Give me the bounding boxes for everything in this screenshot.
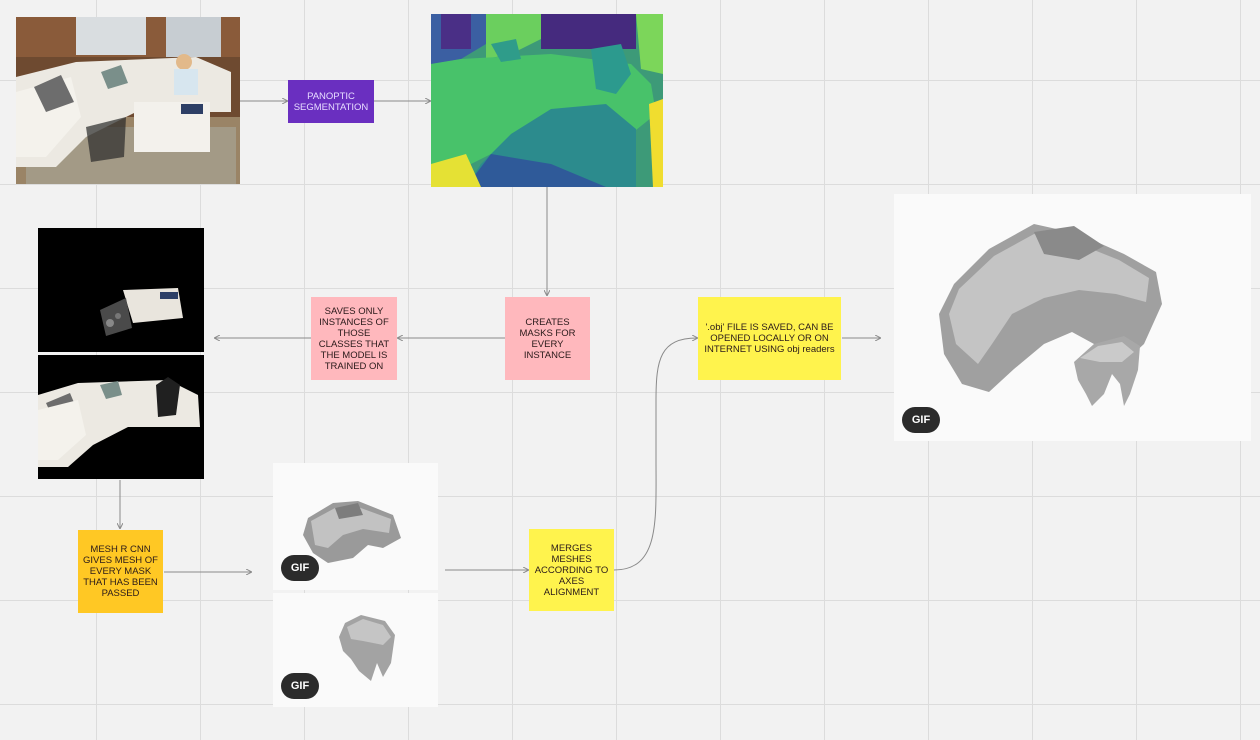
segmentation-map — [431, 14, 663, 187]
input-photo — [16, 17, 240, 184]
creates-masks-node[interactable]: CREATES MASKS FOR EVERY INSTANCE — [505, 297, 590, 380]
gif-badge-3: GIF — [902, 407, 940, 433]
obj-saved-label: '.obj' FILE IS SAVED, CAN BE OPENED LOCA… — [704, 322, 835, 355]
merged-mesh-icon — [939, 224, 1162, 406]
mesh-rcnn-node[interactable]: MESH R CNN GIVES MESH OF EVERY MASK THAT… — [78, 530, 163, 613]
mesh-sofa-icon — [303, 501, 401, 563]
saves-only-label: SAVES ONLY INSTANCES OF THOSE CLASSES TH… — [318, 305, 390, 372]
merges-meshes-node[interactable]: MERGES MESHES ACCORDING TO AXES ALIGNMEN… — [529, 529, 614, 611]
mesh-ottoman-icon — [339, 615, 395, 681]
panoptic-segmentation-label: PANOPTIC SEGMENTATION — [293, 90, 369, 113]
arrow-merges-to-obj — [613, 338, 697, 571]
masked-sofa-icon — [38, 377, 200, 467]
mesh-rcnn-label: MESH R CNN GIVES MESH OF EVERY MASK THAT… — [83, 544, 158, 599]
masked-ottoman-icon — [100, 288, 183, 336]
saves-only-node[interactable]: SAVES ONLY INSTANCES OF THOSE CLASSES TH… — [311, 297, 397, 380]
photo-living-room-icon — [16, 17, 240, 184]
segmentation-map-icon — [431, 14, 663, 187]
masked-sofa-image — [38, 355, 204, 479]
mesh-ottoman-preview — [273, 593, 438, 707]
gif-badge-1: GIF — [281, 555, 319, 581]
obj-saved-node[interactable]: '.obj' FILE IS SAVED, CAN BE OPENED LOCA… — [698, 297, 841, 380]
panoptic-segmentation-node[interactable]: PANOPTIC SEGMENTATION — [288, 80, 374, 123]
merges-meshes-label: MERGES MESHES ACCORDING TO AXES ALIGNMEN… — [534, 542, 609, 598]
masked-ottoman-image — [38, 228, 204, 352]
merged-mesh-preview — [894, 194, 1251, 441]
gif-badge-2: GIF — [281, 673, 319, 699]
creates-masks-label: CREATES MASKS FOR EVERY INSTANCE — [519, 316, 576, 361]
